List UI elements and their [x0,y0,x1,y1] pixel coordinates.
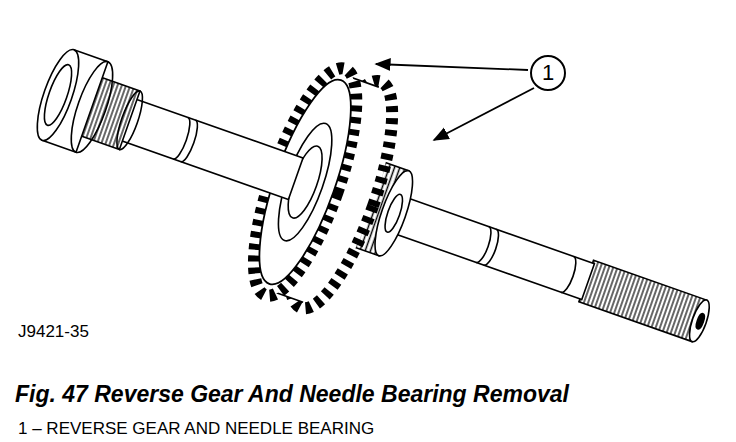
leader-line [376,64,534,140]
legend-note: 1 – REVERSE GEAR AND NEEDLE BEARING [18,419,374,438]
callout-circle: 1 [530,55,566,91]
figure-caption: Fig. 47 Reverse Gear And Needle Bearing … [15,381,569,407]
gear-shaft [5,0,736,436]
callout-number: 1 [542,62,554,84]
figure-code: J9421-35 [18,322,89,341]
